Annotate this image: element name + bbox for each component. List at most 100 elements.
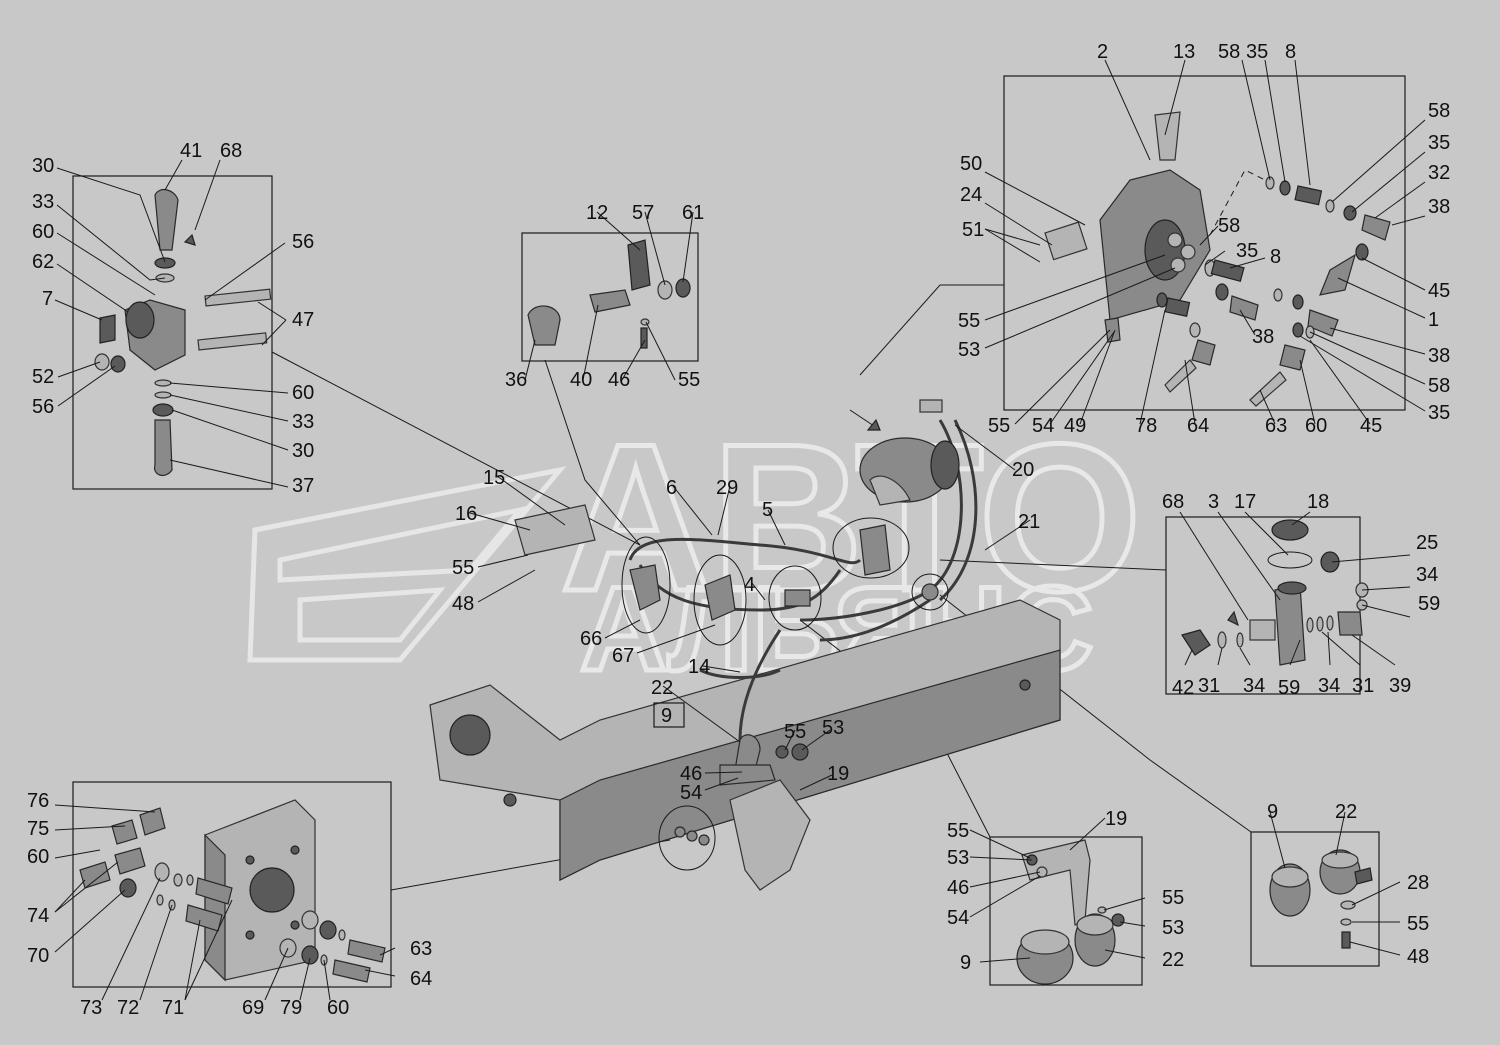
callout: 60 (27, 846, 49, 868)
callout: 5 (762, 499, 773, 521)
callouts-center: 20 21 15 16 55 48 6 29 5 4 66 67 14 22 9… (452, 459, 1040, 804)
callout: 15 (483, 467, 505, 489)
callout: 62 (32, 251, 54, 273)
callout: 68 (220, 140, 242, 162)
callout: 46 (947, 877, 969, 899)
callout: 39 (1389, 675, 1411, 697)
callout: 38 (1428, 345, 1450, 367)
callout: 74 (27, 905, 49, 927)
callout: 51 (962, 219, 984, 241)
callout: 17 (1234, 491, 1256, 513)
callout: 58 (1218, 215, 1240, 237)
callout: 66 (580, 628, 602, 650)
callout: 35 (1236, 240, 1258, 262)
callout: 36 (505, 369, 527, 391)
callout: 75 (27, 818, 49, 840)
callout: 70 (27, 945, 49, 967)
callout: 4 (744, 574, 755, 596)
callout: 1 (1428, 309, 1439, 331)
callout: 55 (784, 721, 806, 743)
callout: 64 (1187, 415, 1209, 437)
callout: 67 (612, 645, 634, 667)
callout: 22 (651, 677, 673, 699)
callout: 59 (1418, 593, 1440, 615)
callout: 57 (632, 202, 654, 224)
callout: 40 (570, 369, 592, 391)
callout: 19 (827, 763, 849, 785)
callout: 22 (1162, 949, 1184, 971)
callout: 48 (452, 593, 474, 615)
callout: 60 (292, 382, 314, 404)
callout: 60 (1305, 415, 1327, 437)
callout: 55 (1162, 887, 1184, 909)
callout: 69 (242, 997, 264, 1019)
detail-box-bottom-right (1250, 831, 1380, 967)
detail-box-bottom-left (72, 781, 392, 988)
callout: 53 (822, 717, 844, 739)
callout: 46 (608, 369, 630, 391)
callout: 9 (1267, 801, 1278, 823)
callout: 12 (586, 202, 608, 224)
callout: 79 (280, 997, 302, 1019)
callout: 35 (1246, 41, 1268, 63)
callout: 53 (958, 339, 980, 361)
callout: 55 (988, 415, 1010, 437)
top-right-detail-parts (1044, 111, 1391, 407)
callout: 72 (117, 997, 139, 1019)
detail-box-top-right (1003, 75, 1406, 411)
callouts-top-center: 12 57 61 36 40 46 55 (505, 202, 704, 391)
callout: 76 (27, 790, 49, 812)
callout: 3 (1208, 491, 1219, 513)
callout: 42 (1172, 677, 1194, 699)
callout: 49 (1064, 415, 1086, 437)
callout: 6 (666, 477, 677, 499)
callout: 8 (1285, 41, 1296, 63)
callout: 59 (1278, 677, 1300, 699)
callout: 73 (80, 997, 102, 1019)
callout: 60 (327, 997, 349, 1019)
callout: 58 (1428, 100, 1450, 122)
callout: 38 (1428, 196, 1450, 218)
callout: 35 (1428, 132, 1450, 154)
callout: 61 (682, 202, 704, 224)
callout: 9 (661, 705, 672, 727)
callout: 53 (947, 847, 969, 869)
center-components (514, 504, 949, 891)
callout: 8 (1270, 246, 1281, 268)
callout: 68 (1162, 491, 1184, 513)
callout: 35 (1428, 402, 1450, 424)
callout: 31 (1198, 675, 1220, 697)
detail-box-bottom-center (989, 836, 1143, 986)
callout: 52 (32, 366, 54, 388)
callout: 30 (32, 155, 54, 177)
callouts-bottom-right: 9 22 28 55 48 (1267, 801, 1429, 968)
callout: 21 (1018, 511, 1040, 533)
callout: 16 (455, 503, 477, 525)
callout: 54 (1032, 415, 1054, 437)
callout: 14 (688, 656, 710, 678)
detail-box-middle-right (1165, 516, 1361, 695)
callouts-top-right: 2 13 58 35 8 58 35 32 38 50 24 51 58 35 … (958, 41, 1450, 437)
callout: 55 (678, 369, 700, 391)
callout: 7 (42, 288, 53, 310)
callout: 54 (947, 907, 969, 929)
leader-lines (54, 59, 1426, 1001)
callout: 28 (1407, 872, 1429, 894)
callout: 34 (1318, 675, 1340, 697)
sheet-ref-box (653, 702, 685, 728)
bottom-left-detail-parts (79, 799, 386, 983)
callout: 13 (1173, 41, 1195, 63)
callout: 33 (32, 191, 54, 213)
callout: 30 (292, 440, 314, 462)
callout: 2 (1097, 41, 1108, 63)
callout: 31 (1352, 675, 1374, 697)
bottom-center-detail-parts (1016, 839, 1125, 985)
callout: 58 (1428, 375, 1450, 397)
callout: 18 (1307, 491, 1329, 513)
callout: 54 (680, 782, 702, 804)
callout: 32 (1428, 162, 1450, 184)
callout: 45 (1428, 280, 1450, 302)
callouts-top-left: 30 41 68 33 60 62 7 56 47 52 56 60 33 30… (32, 140, 314, 497)
